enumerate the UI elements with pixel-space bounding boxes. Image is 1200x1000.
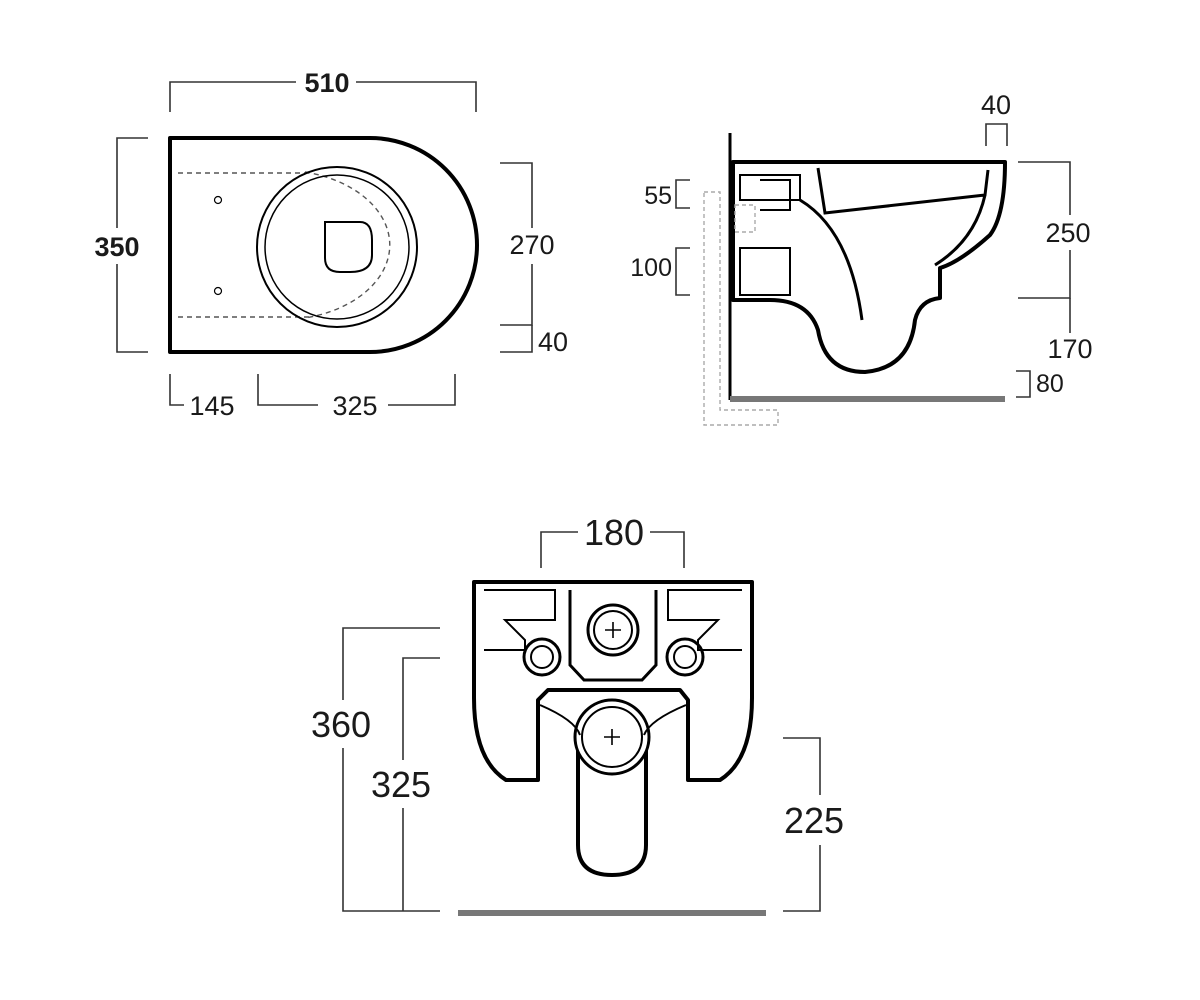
rear-fixing-left-inner	[530, 645, 554, 669]
top-view-hidden-line	[178, 172, 310, 318]
dim-line-width	[169, 81, 477, 112]
drain-hole	[324, 221, 373, 273]
wall-frame-hidden	[703, 191, 779, 426]
dim-fixing-offset: 145	[189, 391, 234, 421]
dim-rear-outlet-height: 225	[784, 800, 844, 841]
dim-outlet-height: 100	[630, 254, 672, 282]
dim-fixing-height-upper: 360	[311, 704, 371, 745]
dim-line-fixing-height-lower	[402, 657, 440, 911]
top-rail-right	[667, 589, 742, 651]
dim-bowl-length: 270	[509, 230, 554, 260]
inlet-hole	[586, 603, 640, 657]
bowl-rim	[256, 166, 418, 328]
bowl-inner	[264, 174, 410, 320]
rear-view: 180 360 325 225	[311, 512, 844, 916]
dim-line-front-offset	[500, 325, 533, 353]
inlet-pipe	[739, 174, 801, 211]
side-view-outline	[731, 160, 1007, 374]
outlet-spigot	[576, 738, 648, 877]
dim-bowl-height: 250	[1045, 218, 1090, 248]
outlet-hole-inner	[581, 706, 643, 768]
dim-inlet-height: 55	[644, 182, 672, 210]
dim-line-rim-thickness	[985, 123, 1008, 146]
outlet-center-mark	[604, 729, 620, 745]
dim-front-offset: 40	[538, 327, 568, 357]
dim-line-fixing-height-upper	[342, 627, 440, 912]
top-view: 510 350 270 40 145 325	[94, 68, 568, 421]
rear-fixing-right	[665, 637, 705, 677]
dim-width: 510	[304, 68, 349, 98]
dim-line-outlet-height	[675, 247, 690, 296]
dim-depth: 350	[94, 232, 139, 262]
dim-line-rear-outlet-height	[783, 737, 821, 912]
dim-line-depth	[116, 137, 148, 353]
spigot-bracket	[539, 704, 687, 736]
side-view: 40 55 100 250 170 80	[630, 90, 1093, 426]
dim-line-floor-gap	[1016, 370, 1031, 398]
dim-line-inlet-spacing	[540, 531, 685, 568]
dim-fixing-height-lower: 325	[371, 764, 431, 805]
rear-fixing-right-inner	[673, 645, 697, 669]
top-view-hidden-arc	[304, 171, 391, 319]
dim-rim-thickness: 40	[981, 90, 1011, 120]
bowl-profile	[816, 167, 990, 267]
dim-floor-gap: 80	[1036, 370, 1064, 398]
bowl-trap	[799, 198, 864, 321]
dim-fixing-to-front: 325	[332, 391, 377, 421]
fixing-hole-upper	[213, 195, 223, 205]
central-channel	[568, 590, 658, 682]
dim-line-inlet-height	[675, 179, 690, 209]
outlet-pipe	[739, 247, 791, 296]
inlet-center-mark	[605, 622, 621, 638]
dim-inlet-spacing: 180	[584, 512, 644, 553]
dim-base-height: 170	[1047, 334, 1092, 364]
inlet-hole-inner	[593, 610, 633, 650]
fixing-hole-lower	[213, 286, 223, 296]
rear-fixing-left	[522, 637, 562, 677]
top-view-outline	[168, 136, 479, 354]
dim-line-fixing-offset	[169, 374, 456, 406]
